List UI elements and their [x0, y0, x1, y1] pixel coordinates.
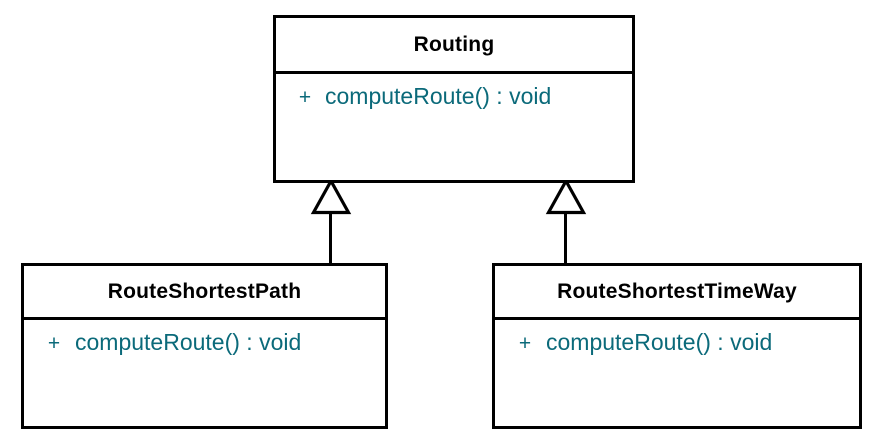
generalization-line-right — [564, 210, 567, 265]
member-signature: computeRoute() : void — [75, 329, 302, 355]
generalization-arrowhead-right — [545, 178, 587, 215]
class-box-route-shortest-time-way[interactable]: RouteShortestTimeWay + computeRoute() : … — [492, 263, 862, 429]
member-signature: computeRoute() : void — [325, 83, 552, 109]
class-box-routing[interactable]: Routing + computeRoute() : void — [273, 15, 635, 183]
class-name-route-shortest-time-way: RouteShortestTimeWay — [557, 279, 797, 303]
member-visibility-icon: + — [47, 332, 61, 355]
generalization-arrowhead-left — [310, 178, 352, 215]
class-header-routing: Routing — [276, 18, 632, 74]
class-header-route-shortest-path: RouteShortestPath — [24, 266, 385, 320]
class-header-route-shortest-time-way: RouteShortestTimeWay — [495, 266, 859, 320]
class-name-routing: Routing — [413, 32, 495, 56]
member-visibility-icon: + — [518, 332, 532, 355]
class-body-route-shortest-path: + computeRoute() : void — [24, 320, 385, 426]
class-box-route-shortest-path[interactable]: RouteShortestPath + computeRoute() : voi… — [21, 263, 388, 429]
class-name-route-shortest-path: RouteShortestPath — [107, 279, 302, 303]
class-body-routing: + computeRoute() : void — [276, 74, 632, 180]
class-member-row: + computeRoute() : void — [276, 83, 632, 110]
class-member-row: + computeRoute() : void — [495, 329, 859, 356]
class-member-row: + computeRoute() : void — [24, 329, 385, 356]
member-visibility-icon: + — [298, 86, 312, 109]
class-body-route-shortest-time-way: + computeRoute() : void — [495, 320, 859, 426]
generalization-line-left — [329, 210, 332, 265]
member-signature: computeRoute() : void — [546, 329, 773, 355]
